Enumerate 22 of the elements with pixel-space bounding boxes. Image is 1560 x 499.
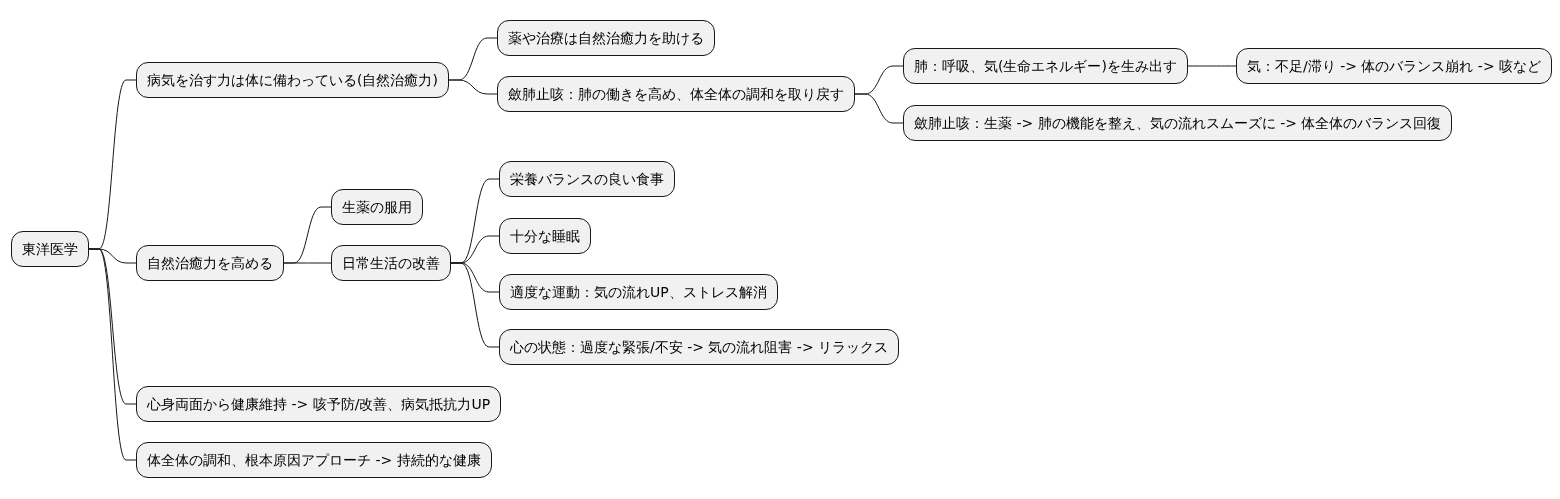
branch-line — [283, 262, 332, 264]
branch-line — [448, 79, 498, 95]
topic-box: 病気を治す力は体に備わっている(自然治癒力) — [136, 62, 449, 98]
topic-box: 栄養バランスの良い食事 — [499, 161, 675, 197]
topic-box: 十分な睡眠 — [499, 218, 591, 254]
topic-box: 日常生活の改善 — [331, 245, 451, 281]
topic-box: 自然治癒力を高める — [136, 245, 284, 281]
branch-line — [88, 248, 137, 461]
topic-box: 心身両面から健康維持 -> 咳予防/改善、病気抵抗力UP — [136, 386, 502, 422]
topic-box: 気：不足/滞り -> 体のバランス崩れ -> 咳など — [1236, 48, 1553, 84]
topic-box: 体全体の調和、根本原因アプローチ -> 持続的な健康 — [136, 442, 492, 478]
topic-box: 斂肺止咳：生薬 -> 肺の機能を整え、気の流れスムーズに -> 体全体のバランス回復 — [903, 105, 1453, 141]
topic-box: 薬や治療は自然治癒力を助ける — [497, 20, 715, 56]
topic-box: 生薬の服用 — [331, 189, 423, 225]
branch-line — [854, 93, 904, 124]
topic-box: 心の状態：過度な緊張/不安 -> 気の流れ阻害 -> リラックス — [499, 329, 900, 365]
topic-box: 斂肺止咳：肺の働きを高め、体全体の調和を取り戻す — [497, 76, 855, 112]
topic-box: 肺：呼吸、気(生命エネルギー)を生み出す — [903, 48, 1188, 84]
root-topic-box: 東洋医学 — [11, 231, 89, 267]
branch-line — [450, 262, 500, 348]
branch-line — [1187, 65, 1237, 67]
topic-box: 適度な運動：気の流れUP、ストレス解消 — [499, 274, 778, 310]
